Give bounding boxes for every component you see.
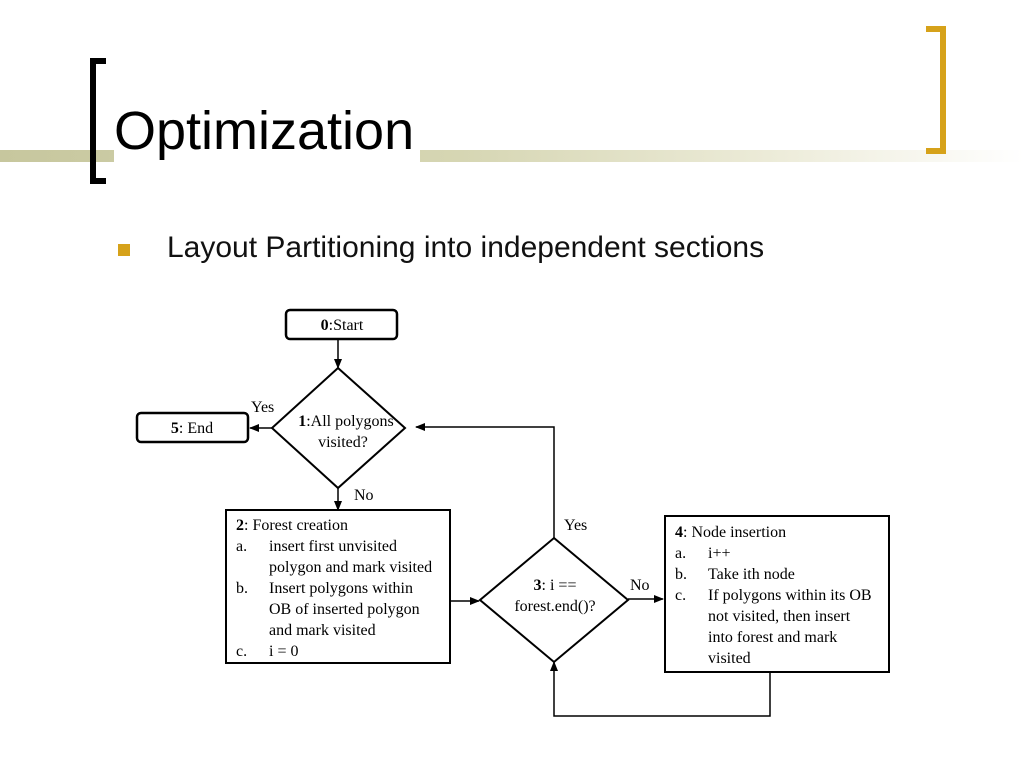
forest-line-text: OB of inserted polygon: [269, 601, 420, 618]
start-label: 0:Start: [321, 317, 364, 334]
right-bracket-decoration: [926, 26, 946, 154]
node-line-text: Take ith node: [708, 566, 795, 583]
edge-label-no-forest: No: [354, 487, 374, 504]
forest-creation-title: 2: Forest creation: [236, 517, 348, 534]
bullet-text: Layout Partitioning into independent sec…: [167, 231, 765, 264]
edge-label-no-node: No: [630, 577, 650, 594]
connectors: [249, 339, 771, 717]
forest-creation-lines: a. insert first unvisited polygon and ma…: [236, 538, 432, 660]
node-line-text: into forest and mark: [708, 629, 837, 646]
node-line-text: If polygons within its OB: [708, 587, 872, 604]
end-box: [135, 411, 250, 444]
forest-line-text: insert first unvisited: [269, 538, 397, 555]
forest-line-text: polygon and mark visited: [269, 559, 432, 576]
node-line-text: not visited, then insert: [708, 608, 851, 625]
forest-line-marker: a.: [236, 538, 247, 555]
node-insertion-box: [664, 515, 890, 673]
forest-line-marker: b.: [236, 580, 248, 597]
forest-line-text: i = 0: [269, 643, 298, 660]
node-insertion-title: 4: Node insertion: [675, 524, 786, 541]
start-box: [284, 308, 399, 341]
node-line-text: i++: [708, 545, 731, 562]
decision3-label-line1: 3: i ==: [534, 577, 577, 594]
node-line-marker: c.: [675, 587, 686, 604]
edge-label-yes-end: Yes: [251, 399, 274, 416]
node-insertion-lines: a. i++ b. Take ith node c. If polygons w…: [675, 545, 872, 667]
forest-line-marker: c.: [236, 643, 247, 660]
arrow-node-back-to-decision3: [550, 661, 771, 717]
bullet-square-icon: [118, 244, 130, 256]
forest-creation-box: [225, 509, 451, 664]
forest-line-text: Insert polygons within: [269, 580, 413, 597]
node-line-text: visited: [708, 650, 751, 667]
decision1-label-line1: 1:All polygons: [298, 413, 394, 430]
decision1-diamond: [270, 366, 407, 490]
arrow-decision3-loop-yes: [415, 423, 555, 538]
edge-label-yes-loop: Yes: [564, 517, 587, 534]
decision1-label-line2: visited?: [318, 434, 368, 451]
node-line-marker: a.: [675, 545, 686, 562]
forest-line-text: and mark visited: [269, 622, 376, 639]
end-label: 5: End: [171, 420, 213, 437]
node-line-marker: b.: [675, 566, 687, 583]
left-bracket-decoration: [90, 58, 106, 184]
decision3-diamond: [478, 536, 630, 664]
slide-title: Optimization: [114, 98, 421, 164]
decision3-label-line2: forest.end()?: [514, 598, 595, 615]
